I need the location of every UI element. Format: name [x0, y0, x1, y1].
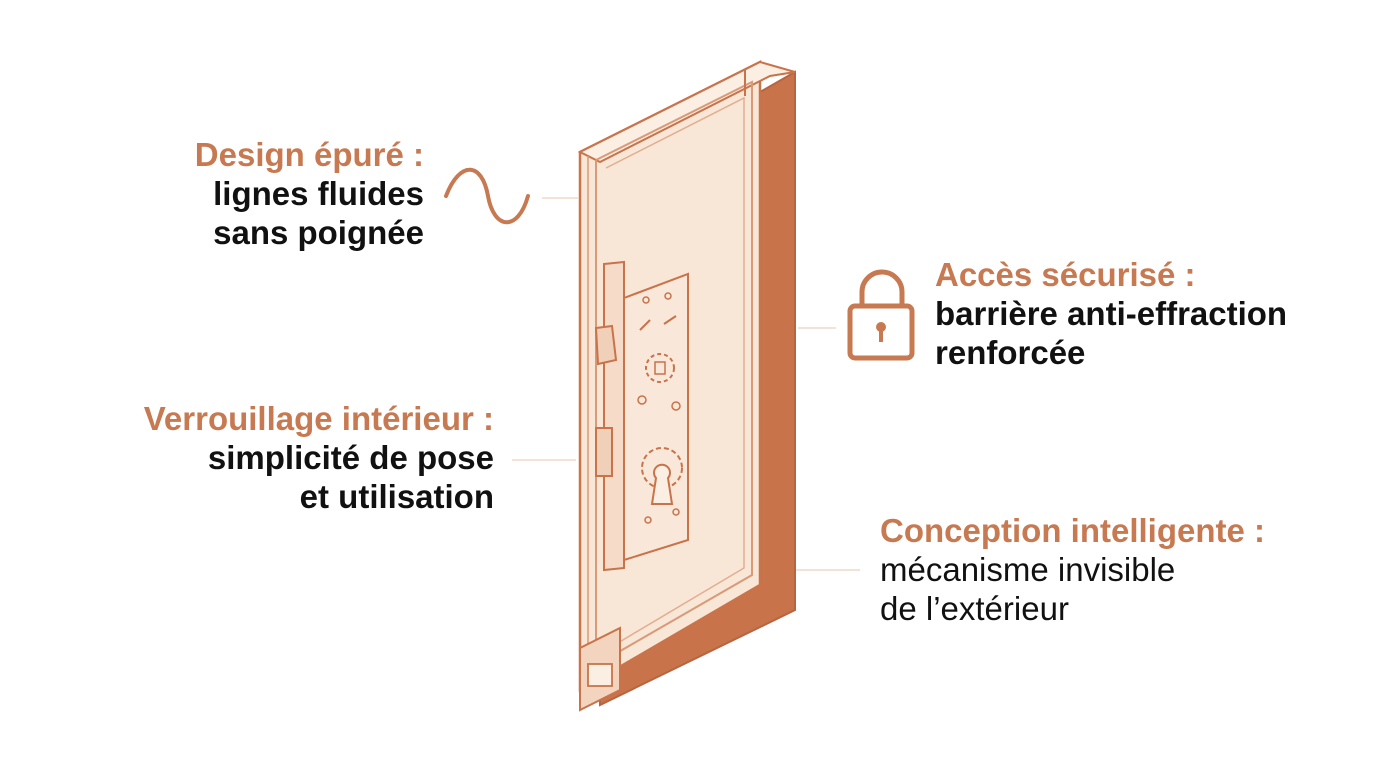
dead-bolt	[595, 427, 613, 477]
padlock-icon	[847, 269, 915, 361]
callout-design: Design épuré : lignes fluides sans poign…	[195, 136, 424, 253]
callout-smart: Conception intelligente : mécanisme invi…	[880, 512, 1265, 629]
callout-secure-title: Accès sécurisé :	[935, 256, 1196, 293]
callout-secure-line2: renforcée	[935, 333, 1086, 371]
callout-lock-title: Verrouillage intérieur :	[143, 400, 494, 437]
callout-lock-line2: et utilisation	[299, 477, 494, 515]
callout-smart-title: Conception intelligente :	[880, 512, 1265, 549]
lock-faceplate	[603, 260, 625, 572]
callout-design-title: Design épuré :	[194, 136, 424, 173]
cylinder-keyhole	[650, 463, 674, 505]
callout-smart-line1: mécanisme invisible	[880, 550, 1176, 588]
callout-lock: Verrouillage intérieur : simplicité de p…	[144, 400, 494, 517]
callout-design-line1: lignes fluides	[213, 174, 424, 212]
lock-body	[623, 272, 689, 562]
gear-upper	[645, 353, 675, 383]
wave-icon	[444, 167, 530, 225]
callout-lock-line1: simplicité de pose	[207, 438, 494, 476]
callout-design-line2: sans poignée	[213, 213, 424, 251]
callout-secure: Accès sécurisé : barrière anti-effractio…	[935, 256, 1287, 373]
callout-secure-line1: barrière anti-effraction	[935, 294, 1288, 332]
callout-smart-line2: de l’extérieur	[880, 589, 1069, 627]
latch-bolt	[594, 324, 618, 366]
gear-lower	[641, 447, 683, 489]
